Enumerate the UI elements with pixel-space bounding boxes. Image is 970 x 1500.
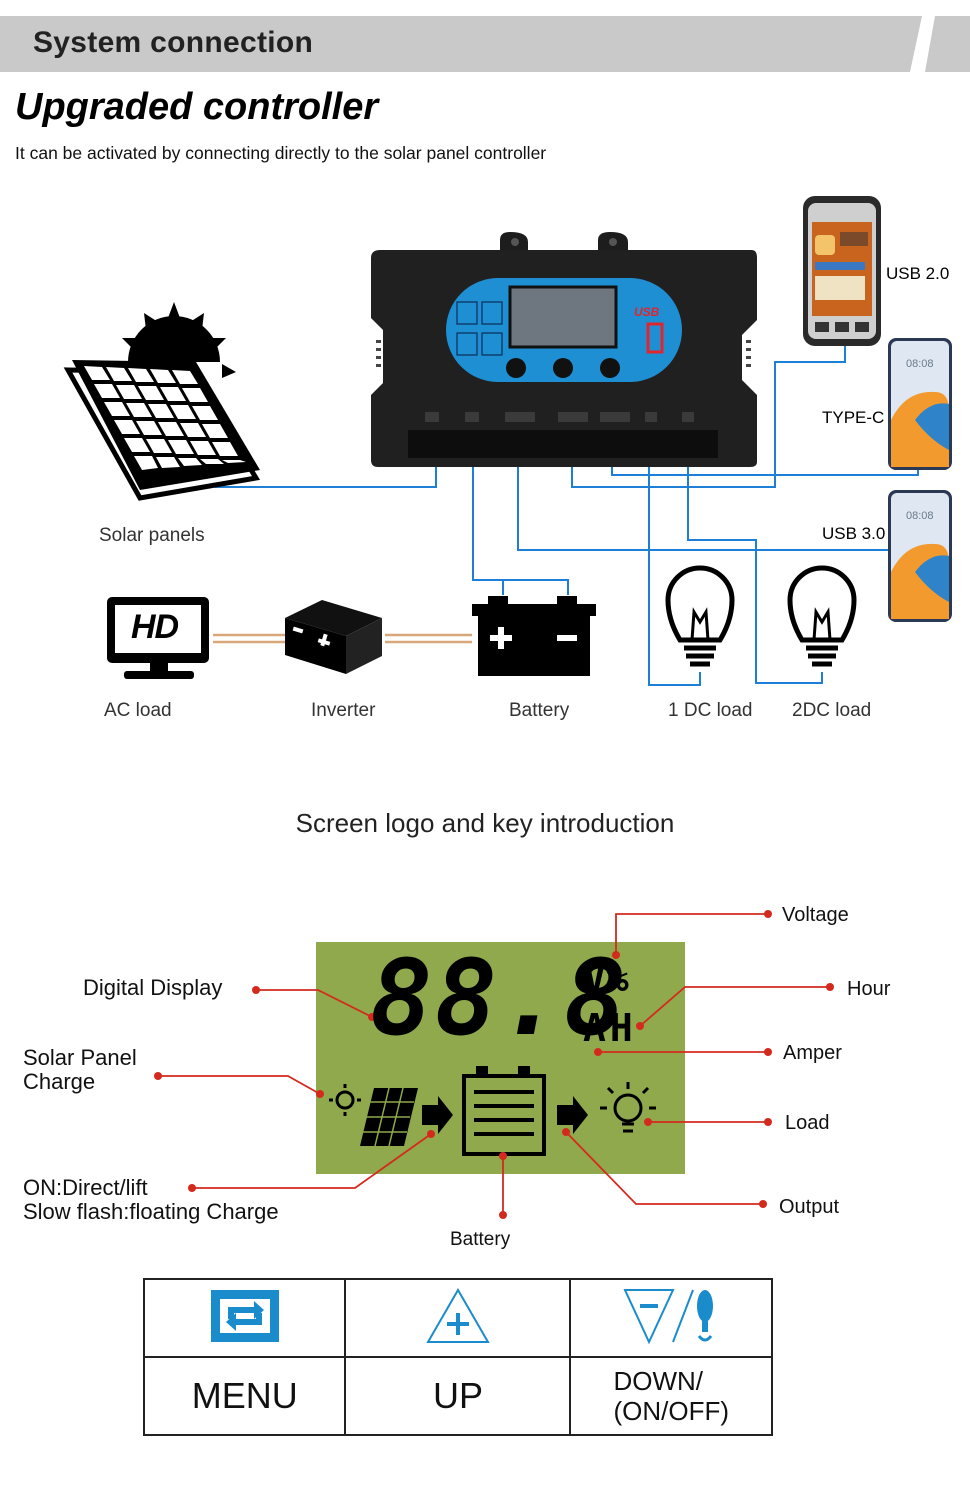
label-ac-load: AC load	[104, 700, 172, 721]
key-down-icon-cell	[569, 1278, 773, 1358]
bulb-2-icon	[787, 565, 857, 667]
controller-button-down	[600, 358, 620, 378]
annotation-load: Load	[785, 1112, 830, 1134]
annotation-voltage: Voltage	[782, 904, 849, 926]
banner-title: System connection	[33, 26, 314, 59]
header-banner	[0, 16, 970, 72]
lcd-units-bottom: AH	[583, 1006, 637, 1050]
lcd-solar-panel-icon	[360, 1087, 418, 1147]
key-up-label-cell: UP	[344, 1356, 572, 1436]
feature-phone-icon	[803, 196, 881, 346]
controller-icons	[456, 301, 503, 356]
tv-icon	[107, 597, 209, 679]
key-up-icon-cell	[344, 1278, 572, 1358]
controller-usb-port	[646, 322, 664, 354]
label-dc1-load: 1 DC load	[668, 700, 753, 721]
bulb-1-icon	[665, 565, 735, 667]
orange-wires	[213, 633, 472, 644]
controller-device	[371, 232, 757, 467]
label-battery: Battery	[509, 700, 570, 721]
controller-button-up	[553, 358, 573, 378]
lcd-battery-icon	[462, 1066, 546, 1156]
main-title: Upgraded controller	[15, 86, 379, 128]
battery-icon	[472, 596, 596, 676]
section-title: Screen logo and key introduction	[295, 808, 675, 838]
lcd-sun-icon	[329, 1084, 361, 1116]
controller-button-menu	[506, 358, 526, 378]
lcd-digits: 88.8	[370, 937, 629, 1059]
label-usb30: USB 3.0	[822, 524, 886, 543]
phone-time-1: 08:08	[906, 358, 934, 370]
down-power-icon	[623, 1288, 714, 1344]
label-usb20: USB 2.0	[886, 264, 950, 283]
lcd-arrow-1	[422, 1096, 453, 1134]
key-table: MENU UP DOWN/ (ON/OFF)	[142, 1278, 773, 1436]
key-down-label: DOWN/ (ON/OFF)	[613, 1366, 729, 1426]
label-dc2-load: 2DC load	[792, 700, 872, 721]
menu-icon	[210, 1289, 279, 1342]
annotation-digital-display: Digital Display	[83, 975, 223, 1000]
lcd-arrow-2	[557, 1096, 588, 1134]
key-menu-label-cell: MENU	[142, 1356, 347, 1436]
subtitle: It can be activated by connecting direct…	[15, 143, 547, 163]
tv-logo: HD	[131, 608, 179, 646]
annotation-battery: Battery	[450, 1229, 511, 1250]
label-inverter: Inverter	[311, 700, 376, 721]
label-solar-panels: Solar panels	[99, 525, 205, 546]
smartphone-typec-icon	[888, 338, 952, 470]
solar-panel-icon	[63, 302, 261, 501]
up-arrow-icon	[426, 1287, 490, 1343]
lcd-units-top: V%	[583, 956, 629, 1000]
phone-time-2: 08:08	[906, 510, 934, 522]
key-menu-icon-cell	[142, 1278, 347, 1358]
annotation-solar-charge: Solar Panel Charge	[23, 1045, 137, 1094]
usb-badge: USB	[634, 305, 660, 319]
lcd-bulb-icon	[600, 1082, 656, 1133]
annotation-output: Output	[779, 1196, 840, 1218]
annotation-lines	[158, 913, 830, 1215]
key-down-label-cell: DOWN/ (ON/OFF)	[569, 1356, 773, 1436]
connection-diagram	[63, 196, 952, 686]
key-up-label: UP	[432, 1375, 483, 1416]
label-typec: TYPE-C	[822, 408, 885, 427]
lcd-diagram	[154, 910, 834, 1219]
controller-lcd	[508, 285, 618, 349]
annotation-dots	[154, 910, 834, 1219]
smartphone-usb30-icon	[888, 490, 952, 622]
key-menu-label: MENU	[191, 1375, 298, 1416]
annotation-amper: Amper	[783, 1042, 842, 1064]
annotation-hour: Hour	[847, 978, 891, 1000]
inverter-icon	[285, 600, 382, 674]
annotation-on-direct: ON:Direct/lift Slow flash:floating Charg…	[23, 1175, 279, 1224]
